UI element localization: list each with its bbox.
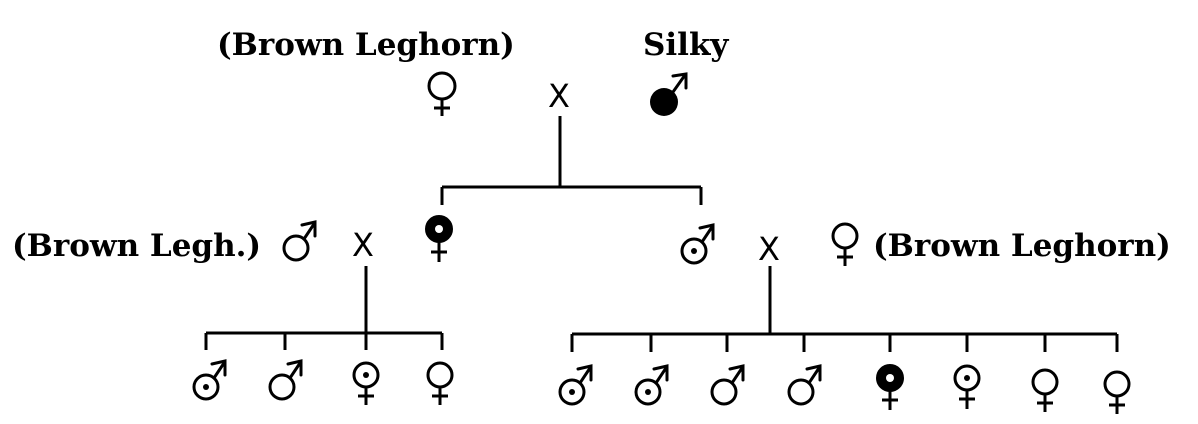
f1-female-filled-icon xyxy=(425,215,453,262)
f1-left-male-icon xyxy=(282,220,317,262)
cross-symbol-f1-left: X xyxy=(352,226,374,264)
label-p-male-breed: Silky xyxy=(643,27,729,63)
f2-right-5-female-filled-icon xyxy=(876,364,904,410)
f2-right-3-male-icon xyxy=(710,364,745,406)
f2-right-1-male-dot-icon xyxy=(558,364,593,406)
f2-right-8-female-icon xyxy=(1103,370,1131,414)
f2-left-4-female-icon xyxy=(426,361,454,405)
f2-left-2-male-icon xyxy=(268,359,303,401)
f2-right-6-female-dot-icon xyxy=(953,364,981,409)
f2-right-4-male-icon xyxy=(787,364,822,406)
cross-symbol-f1-right: X xyxy=(758,230,780,268)
p-male-filled-icon xyxy=(650,72,688,116)
f2-left-1-male-dot-icon xyxy=(192,359,227,401)
f1-right-male-dot-icon xyxy=(680,223,715,265)
label-f1-left-male-breed: (Brown Legh.) xyxy=(12,228,261,264)
p-female-icon xyxy=(427,71,457,116)
label-f1-right-female-breed: (Brown Leghorn) xyxy=(873,228,1171,264)
f2-right-2-male-dot-icon xyxy=(634,364,669,406)
f2-left-3-female-dot-icon xyxy=(352,361,380,405)
f2-right-7-female-icon xyxy=(1031,368,1059,412)
f1-right-female-icon xyxy=(831,222,859,266)
cross-symbol-p: X xyxy=(548,77,570,115)
label-p-female-breed: (Brown Leghorn) xyxy=(217,27,515,63)
